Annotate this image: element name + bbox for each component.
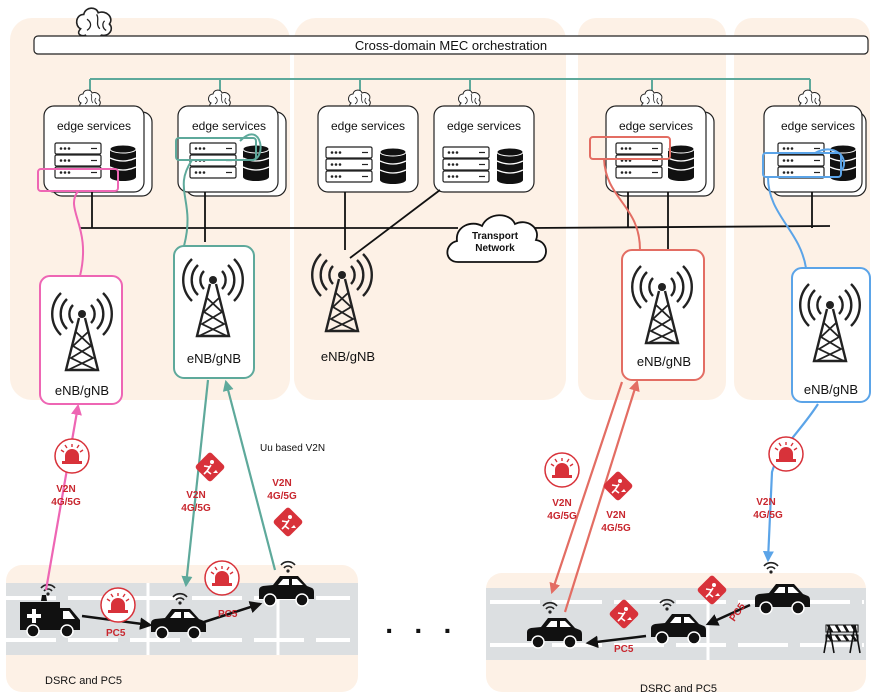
active-service-highlight <box>175 137 257 161</box>
database-icon <box>379 147 407 185</box>
uu-based-v2n-label: Uu based V2N <box>260 443 325 454</box>
dsrc-pc5-label-left: DSRC and PC5 <box>45 675 122 687</box>
active-service-highlight <box>589 136 671 160</box>
edge-services-label: edge services <box>57 119 131 133</box>
server-icon <box>54 142 102 179</box>
v2n-tech-label: 4G/5G <box>753 510 783 521</box>
edge-services-label: edge services <box>619 119 693 133</box>
transport-network-line1: Transport <box>472 231 519 242</box>
orchestration-label: Cross-domain MEC orchestration <box>355 38 547 53</box>
dsrc-pc5-label-right: DSRC and PC5 <box>640 683 717 695</box>
base-station-1: eNB/gNB <box>39 275 123 405</box>
base-station-4: eNB/gNB <box>621 249 705 381</box>
enb-gnb-label: eNB/gNB <box>804 382 858 397</box>
active-service-highlight <box>762 152 842 178</box>
pc5-label: PC5 <box>218 609 238 620</box>
v2n-label: V2N <box>606 510 625 521</box>
transport-network-line2: Network <box>475 243 515 254</box>
teal-edge-link-2 <box>239 133 262 162</box>
edge-node-2: edge services <box>175 89 287 197</box>
roadwork-sign-icon <box>271 505 305 539</box>
v2n-label: V2N <box>552 498 571 509</box>
edge-services-label: edge services <box>192 119 266 133</box>
database-icon <box>496 147 524 185</box>
edge-services-label: edge services <box>447 119 521 133</box>
v2n-tech-label: 4G/5G <box>51 497 81 508</box>
teal-edge-link <box>182 159 193 247</box>
v2n-downlink-salmon <box>549 381 624 595</box>
domain-2-background <box>294 18 566 400</box>
edge-node-6: edge services <box>762 89 867 197</box>
v2n-label: V2N <box>756 497 775 508</box>
pc5-label: PC5 <box>106 628 126 639</box>
v2n-label: V2N <box>56 484 75 495</box>
edge-node-5: edge services <box>589 89 715 197</box>
wifi-icon <box>763 561 779 575</box>
edge-node-1: edge services <box>37 89 153 197</box>
pink-edge-link <box>73 190 85 277</box>
siren-icon <box>544 452 580 488</box>
pc5-arrow <box>203 601 263 624</box>
v2n-downlink-teal <box>181 379 210 588</box>
edge-services-label: edge services <box>781 119 855 133</box>
v2n-tech-label: 4G/5G <box>547 511 577 522</box>
base-station-5: eNB/gNB <box>791 267 871 403</box>
v2n-tech-label: 4G/5G <box>267 491 297 502</box>
ellipsis: · · · <box>385 615 459 646</box>
pc5-label: PC5 <box>614 644 634 655</box>
v2n-label: V2N <box>272 478 291 489</box>
base-station-2: eNB/gNB <box>173 245 255 379</box>
orchestrator-brain-icon <box>75 7 113 40</box>
database-icon <box>667 144 695 182</box>
server-icon <box>777 142 825 179</box>
siren-icon <box>768 436 804 472</box>
siren-icon <box>54 438 90 474</box>
siren-icon <box>204 560 240 596</box>
orchestration-bus <box>89 78 811 100</box>
database-icon <box>109 144 137 182</box>
blue-edge-link-2 <box>814 148 845 171</box>
edge-node-3: edge services <box>317 89 419 193</box>
server-icon <box>615 142 663 179</box>
v2n-downlink-blue <box>762 403 819 563</box>
edge-node-4: edge services <box>433 89 535 193</box>
enb-gnb-label: eNB/gNB <box>321 349 375 364</box>
pc5-arrow <box>705 603 751 626</box>
orchestration-bar <box>33 35 869 55</box>
blue-edge-link <box>767 176 807 269</box>
siren-icon <box>100 587 136 623</box>
enb-gnb-label: eNB/gNB <box>637 354 691 369</box>
v2n-tech-label: 4G/5G <box>601 523 631 534</box>
enb-gnb-label: eNB/gNB <box>187 351 241 366</box>
edge-services-label: edge services <box>331 119 405 133</box>
v2n-uplink-teal <box>222 379 277 571</box>
v2n-uplink-pink <box>44 403 82 591</box>
v2n-label: V2N <box>186 490 205 501</box>
enb-gnb-label: eNB/gNB <box>55 383 109 398</box>
salmon-edge-link <box>603 158 641 251</box>
server-icon <box>325 146 373 183</box>
server-icon <box>442 146 490 183</box>
base-station-3: eNB/gNB <box>311 252 375 364</box>
v2n-uplink-salmon <box>563 379 640 613</box>
pc5-arrow <box>585 634 647 649</box>
cloud-icon <box>446 214 547 263</box>
v2n-tech-label: 4G/5G <box>181 503 211 514</box>
